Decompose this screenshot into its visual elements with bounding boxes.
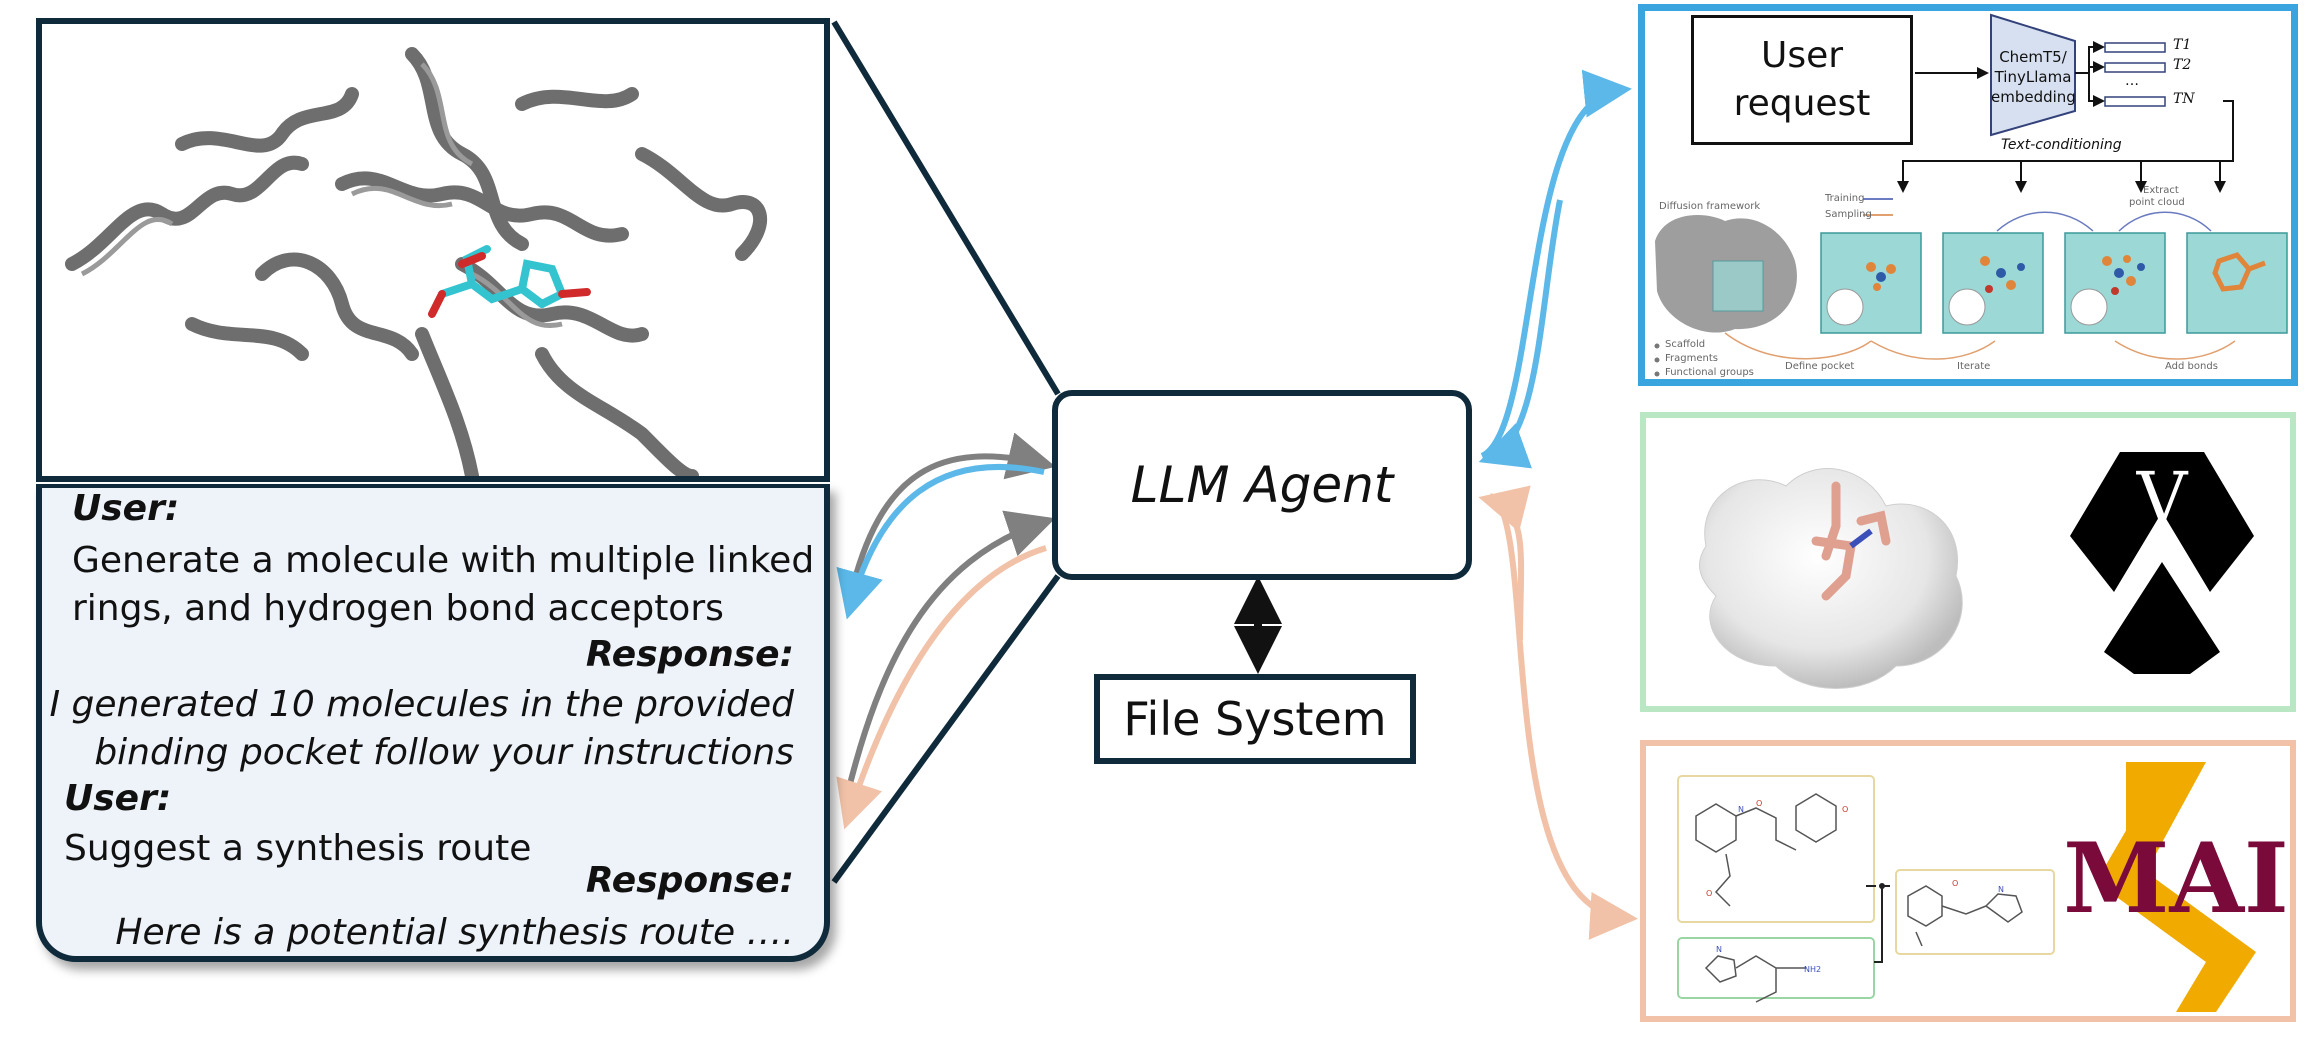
embedding-label-line-3: embedding <box>1991 88 2076 106</box>
sampling-label: Sampling <box>1825 209 1872 220</box>
chat-user-message-1-line-1: Generate a molecule with multiple linked <box>72 540 815 581</box>
reaction-scheme-image: O O O O N NH2 N N <box>1677 775 2055 1003</box>
final-molecule <box>2212 252 2266 292</box>
svg-text:O: O <box>1756 799 1762 808</box>
iterate-label: Iterate <box>1957 361 1991 372</box>
embedding-label-line-2: TinyLlama <box>1994 68 2072 86</box>
protein-ribbon-image <box>65 47 767 476</box>
training-label: Training <box>1825 193 1865 204</box>
define-pocket-label: Define pocket <box>1785 361 1855 372</box>
file-system-label: File System <box>1123 692 1387 746</box>
llm-agent-box: LLM Agent <box>1052 390 1472 580</box>
chat-response-label-2: Response: <box>585 860 794 901</box>
peach-arrow-back <box>836 545 1047 830</box>
llm-agent-label: LLM Agent <box>1130 456 1394 514</box>
peach-arrow-synthesis-back <box>1478 485 1531 641</box>
legend-scaffold: Scaffold <box>1665 339 1706 350</box>
chat-response-message-1-line-2: binding pocket follow your instructions <box>94 732 794 773</box>
chat-response-label-1: Response: <box>585 634 794 675</box>
diffusion-schematic <box>1654 13 2288 377</box>
svg-text:O: O <box>1952 879 1958 888</box>
mai-logo-icon: MAI <box>2063 762 2289 1012</box>
chat-response-message-2: Here is a potential synthesis route …. <box>115 912 794 953</box>
zoom-line-top <box>831 20 1061 396</box>
svg-text:N: N <box>1716 945 1722 954</box>
gray-arrow-2 <box>843 510 1056 801</box>
token-label-2: T2 <box>2173 57 2192 73</box>
chat-user-message-1-line-2: rings, and hydrogen bond acceptors <box>72 588 724 629</box>
protein-structure-panel <box>36 18 830 482</box>
user-request-box: User request <box>1691 15 1913 145</box>
legend-fragments: Fragments <box>1665 353 1718 364</box>
chat-panel: User: Generate a molecule with multiple … <box>36 484 830 962</box>
svg-text:NH2: NH2 <box>1804 965 1821 974</box>
synthesis-tool-panel: O O O O N NH2 N N MAI <box>1640 740 2296 1022</box>
add-bonds-label: Add bonds <box>2165 361 2218 372</box>
extract-label-line-2: point cloud <box>2129 197 2185 208</box>
blue-arrow-back <box>836 463 1045 620</box>
svg-text:O: O <box>1706 889 1712 898</box>
svg-text:N: N <box>1738 805 1744 814</box>
chat-user-label-1: User: <box>72 488 180 529</box>
chat-user-message-2: Suggest a synthesis route <box>64 828 532 869</box>
diffusion-framework-label: Diffusion framework <box>1659 201 1761 212</box>
embedding-label: ChemT5/ TinyLlama embedding <box>1991 47 2076 107</box>
chat-response-message-1-line-1: I generated 10 molecules in the provided <box>49 684 794 725</box>
blue-arrow-diffusion-back <box>1478 199 1563 469</box>
gray-arrow-1 <box>847 432 1056 599</box>
legend-functional-groups: Functional groups <box>1665 367 1754 378</box>
user-request-label: User request <box>1733 35 1871 124</box>
token-label-n: TN <box>2173 91 2195 107</box>
peach-arrow-synthesis <box>1488 493 1638 940</box>
file-system-box: File System <box>1094 674 1416 764</box>
atom-dots <box>1866 255 2145 295</box>
token-label-1: T1 <box>2173 37 2192 53</box>
token-ellipsis: … <box>2125 73 2139 89</box>
mai-logo-text: MAI <box>2063 822 2289 935</box>
chat-user-label-2: User: <box>64 778 172 819</box>
embedding-block <box>1990 13 2076 137</box>
token-bars <box>2104 42 2166 107</box>
svg-text:O: O <box>1842 805 1848 814</box>
docking-tool-panel: V <box>1640 412 2296 712</box>
embedding-label-line-1: ChemT5/ <box>1999 48 2067 66</box>
svg-text:N: N <box>1998 885 2004 894</box>
v-logo-letter: V <box>2136 457 2189 539</box>
extract-label-line-1: Extract <box>2143 185 2179 196</box>
diffusion-tool-panel: User request <box>1638 4 2298 386</box>
zoom-line-bottom <box>831 574 1061 884</box>
diffusion-step-panels <box>1820 232 2288 334</box>
protein-surface-image <box>1698 468 1963 689</box>
ligand-sticks <box>428 245 591 318</box>
v-logo-icon: V <box>2070 452 2254 674</box>
text-conditioning-label: Text-conditioning <box>2001 137 2122 153</box>
